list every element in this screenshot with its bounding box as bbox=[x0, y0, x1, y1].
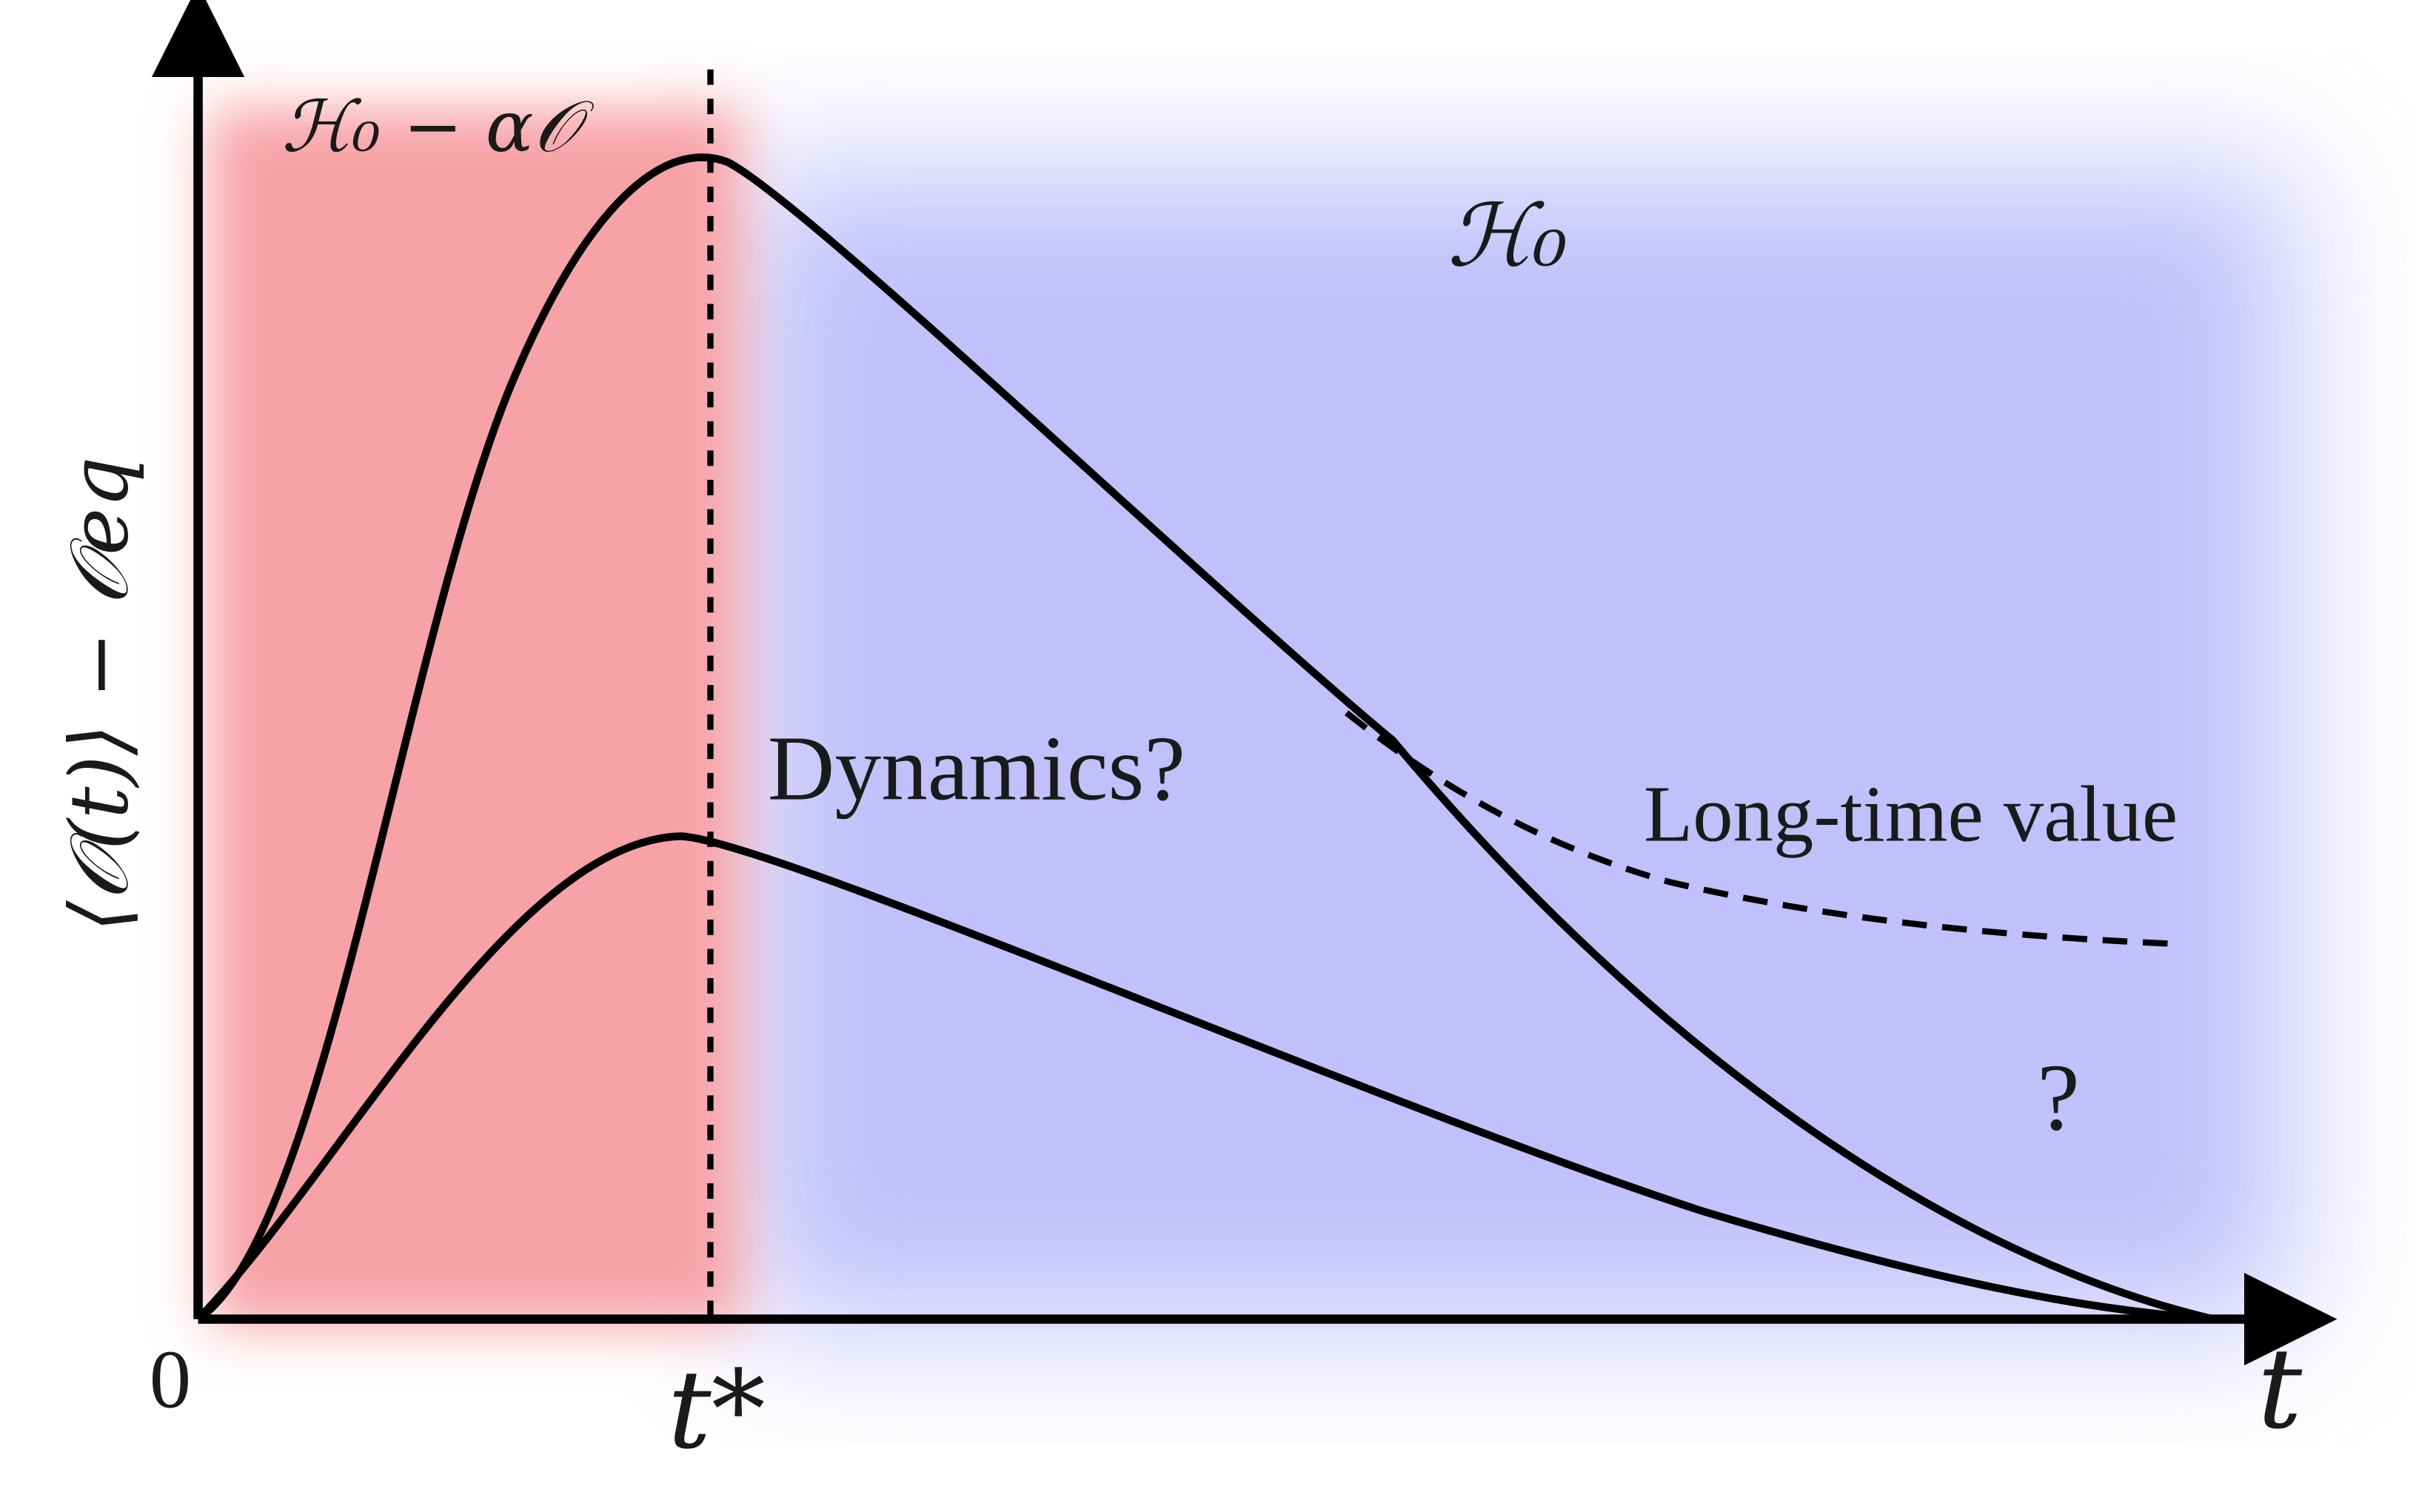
question-mark-annotation: ? bbox=[2037, 1044, 2080, 1150]
upper-response-curve bbox=[195, 153, 2215, 1323]
free-evolution-region bbox=[743, 170, 2291, 1327]
origin-label: 0 bbox=[150, 1334, 191, 1425]
x-axis-label: t bbox=[2258, 1325, 2303, 1454]
dynamics-annotation: Dynamics? bbox=[768, 717, 1185, 820]
long-time-value-annotation: Long-time value bbox=[1644, 770, 2178, 859]
tstar-label: t* bbox=[668, 1348, 766, 1473]
perturbed-hamiltonian-label: ℋ₀ − α𝒪 bbox=[281, 85, 594, 168]
long-time-value-curve bbox=[1344, 710, 2183, 948]
perturbation-region bbox=[209, 107, 743, 1327]
free-hamiltonian-label: ℋ₀ bbox=[1447, 186, 1567, 287]
lower-response-curve bbox=[195, 832, 2214, 1323]
y-axis-label: ⟨𝒪(t)⟩ − 𝒪eq bbox=[52, 457, 146, 932]
